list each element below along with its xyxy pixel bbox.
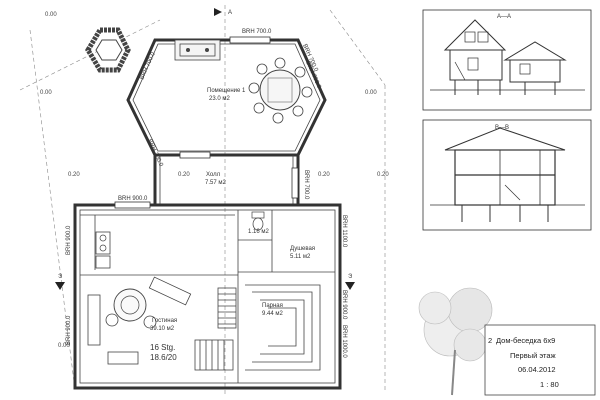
- level-mark: 0.00: [58, 343, 70, 349]
- level-mark: 0.20: [68, 172, 80, 178]
- room-name: Душевая: [290, 246, 315, 252]
- room-name: Гостиная: [152, 318, 177, 324]
- svg-text:ω: ω: [58, 273, 64, 278]
- kitchen-appliances: [95, 231, 111, 269]
- window: [114, 201, 151, 209]
- window: [179, 151, 211, 159]
- title-block: 2 Дом-беседка 6х9 Первый этаж 06.04.2012…: [484, 324, 596, 396]
- section-label: A: [228, 10, 232, 16]
- window-label: BRH 900.0: [118, 196, 148, 202]
- living-room-furniture: [87, 276, 192, 365]
- window-label: BRH 1000.0: [341, 325, 347, 358]
- staircase: [194, 287, 237, 371]
- window-label: BRH 900.0: [66, 315, 72, 345]
- room-area: 39.10 м2: [150, 326, 175, 332]
- tree-illustration: [418, 287, 493, 396]
- interior-partitions: [80, 210, 335, 383]
- level-mark: 0.00: [45, 12, 57, 18]
- room-name: Помещение 1: [207, 88, 246, 94]
- room-name: Холл: [206, 172, 221, 178]
- gazebo-hexagon: [85, 27, 131, 73]
- level-mark: 0.20: [318, 172, 330, 178]
- dining-table: [248, 57, 313, 124]
- room-name: Парная: [262, 303, 283, 309]
- sheet-number: 2: [488, 336, 492, 345]
- wc-toilet: [251, 211, 265, 231]
- room-area: 7.57 м2: [205, 180, 226, 186]
- section-mark-a: A: [214, 8, 232, 16]
- level-mark: 0.00: [40, 90, 52, 96]
- window-label: BRH 900.0: [66, 225, 72, 255]
- level-mark: 0.20: [377, 172, 389, 178]
- svg-text:ω: ω: [348, 273, 354, 278]
- room-area: 5.11 м2: [290, 254, 311, 260]
- section-label: B—B: [495, 125, 509, 131]
- room-area: 9.44 м2: [262, 311, 283, 317]
- sheet-name: Первый этаж: [510, 351, 556, 360]
- room-area: 23.0 м2: [209, 96, 230, 102]
- room-area: 1.16 м2: [248, 229, 269, 235]
- project-name: Дом-беседка 6х9: [496, 336, 555, 345]
- window-label: BRH 700.0: [303, 170, 309, 200]
- section-mark-right: ω: [345, 273, 355, 290]
- level-marks: 0.00 0.00 0.00 0.20 0.20 0.20 0.20 0.00: [40, 12, 389, 349]
- elevation-a-a: A—A: [422, 9, 592, 111]
- house-walls: [73, 203, 342, 390]
- guide-line: [329, 9, 386, 86]
- level-mark: 0.00: [365, 90, 377, 96]
- window: [291, 167, 299, 199]
- kitchen-counter: [174, 39, 221, 61]
- elevation-label: A—A: [497, 14, 511, 20]
- hall-walls: [153, 155, 300, 205]
- window-label: BRH 1100.0: [341, 215, 347, 248]
- window-label: BRH 700.0: [242, 29, 272, 35]
- window: [229, 36, 271, 44]
- section-mark-left: ω: [55, 273, 65, 290]
- drawing-scale: 1 : 80: [540, 380, 559, 389]
- section-b-b: B—B: [422, 119, 592, 231]
- steam-room-benches: [245, 284, 321, 371]
- window-label: BRH 900.0: [341, 290, 347, 320]
- level-mark: 0.20: [178, 172, 190, 178]
- drawing-date: 06.04.2012: [518, 365, 556, 374]
- stair-steps-label: 16 Stg.: [150, 343, 175, 352]
- stair-rise-label: 18.6/20: [150, 353, 177, 362]
- guide-line: [29, 29, 76, 391]
